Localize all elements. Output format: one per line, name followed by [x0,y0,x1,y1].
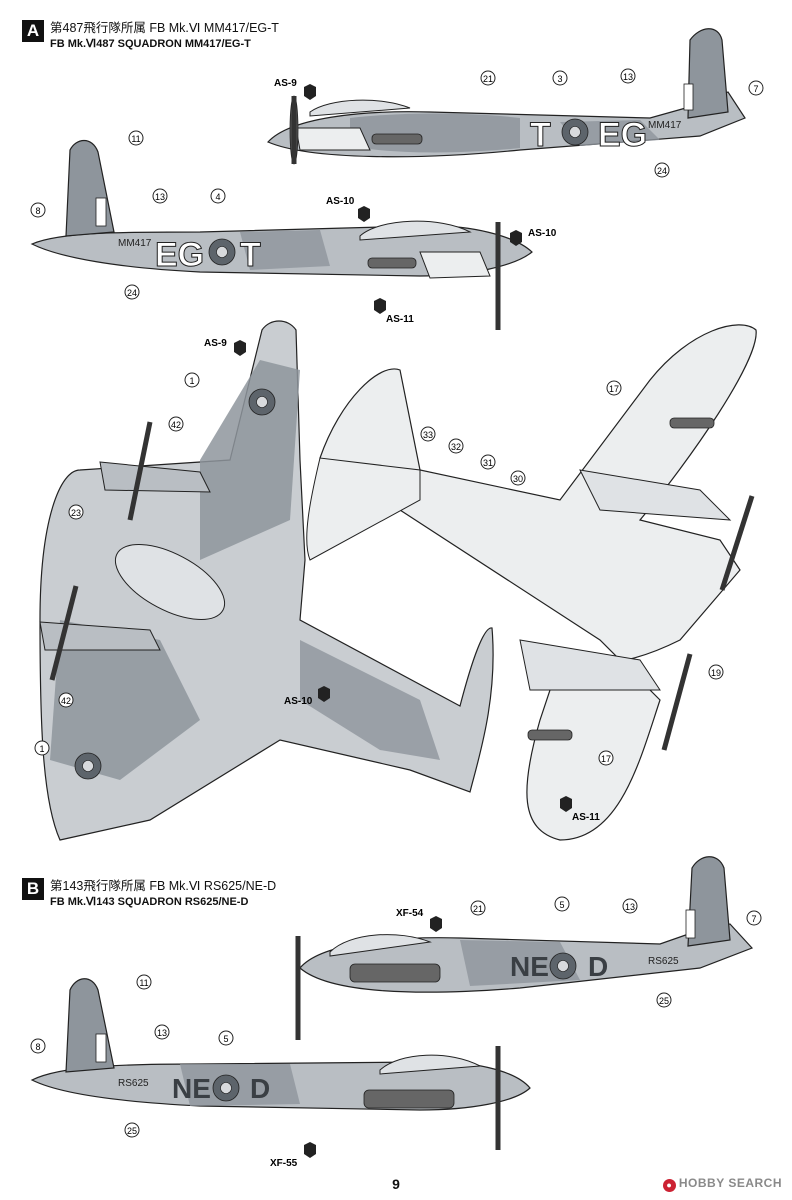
callout-b-7: 8 [35,1042,40,1052]
callout-a-3: 7 [753,84,758,94]
callout-a-19: 30 [513,474,523,484]
a-right-code-2: EG [598,116,647,154]
a-right-profile [266,28,746,165]
part-label-b-2: XF-55 [270,1158,298,1169]
callout-a-20: 19 [711,668,721,678]
part-label-a-2: AS-10 [326,196,355,207]
b-right-code-2: D [588,951,608,982]
section-a-letter: A [22,20,44,42]
b-left-code-2: D [250,1073,270,1104]
callout-a-15: 17 [609,384,619,394]
b-left-code-1: NE [172,1073,211,1104]
callout-a-2: 13 [623,72,633,82]
callout-a-10: 1 [189,376,194,386]
callout-b-4: 25 [659,996,669,1006]
a-left-serial: MM417 [118,238,152,249]
b-right-profile [295,856,754,1040]
callout-a-9: 24 [127,288,137,298]
page-number: 9 [392,1176,400,1192]
decal-callouts-a: 21 3 13 7 24 11 13 8 4 24 1 42 23 42 1 1… [30,68,764,766]
part-label-a-7: AS-11 [572,812,600,823]
callout-a-16: 33 [423,430,433,440]
callout-a-13: 42 [61,696,71,706]
section-a-title-jp: 第487飛行隊所属 FB Mk.Ⅵ MM417/EG-T [50,21,279,35]
b-left-serial: RS625 [118,1078,149,1089]
b-left-profile [30,978,531,1150]
callout-b-9: 25 [127,1126,137,1136]
callout-a-8: 4 [215,192,220,202]
b-right-serial: RS625 [648,956,679,967]
callout-a-17: 32 [451,442,461,452]
a-right-serial: MM417 [648,120,682,131]
part-callouts: AS-9 AS-10 AS-10 AS-11 AS-9 AS-10 AS-11 … [204,78,600,1169]
part-label-a-5: AS-9 [204,338,227,349]
part-label-a-3: AS-10 [528,228,557,239]
a-underside-view [306,324,757,841]
a-left-code-2: T [240,236,261,274]
a-top-view [39,320,494,841]
decal-callouts-b: 21 5 13 7 25 11 13 8 5 25 [30,896,762,1138]
part-label-a-6: AS-10 [284,696,313,707]
watermark-logo-icon: ● [662,1179,676,1192]
callout-a-21: 17 [601,754,611,764]
callout-a-11: 42 [171,420,181,430]
part-label-a-1: AS-9 [274,78,297,89]
callout-a-5: 11 [131,134,140,144]
section-a-title-en: FB Mk.Ⅵ487 SQUADRON MM417/EG-T [50,38,251,50]
a-right-code-1: T [530,116,551,154]
callout-b-2: 13 [625,902,635,912]
callout-b-6: 13 [157,1028,167,1038]
b-right-code-1: NE [510,951,549,982]
callout-a-4: 24 [657,166,667,176]
section-b-title-en: FB Mk.Ⅵ143 SQUADRON RS625/NE-D [50,896,249,908]
part-label-b-1: XF-54 [396,908,424,919]
callout-b-8: 5 [223,1034,228,1044]
callout-a-18: 31 [483,458,493,468]
callout-a-7: 8 [35,206,40,216]
watermark-text: HOBBY SEARCH [678,1176,782,1190]
callout-b-3: 7 [751,914,756,924]
callout-a-0: 21 [483,74,493,84]
callout-b-0: 21 [473,904,483,914]
callout-a-14: 1 [39,744,44,754]
callout-b-1: 5 [559,900,564,910]
section-b-header: B 第143飛行隊所属 FB Mk.Ⅵ RS625/NE-D FB Mk.Ⅵ14… [22,878,276,910]
a-left-code-1: EG [155,236,204,274]
section-b-letter: B [22,878,44,900]
callout-b-5: 11 [139,978,148,988]
section-a-header: A 第487飛行隊所属 FB Mk.Ⅵ MM417/EG-T FB Mk.Ⅵ48… [22,20,279,52]
watermark: ●HOBBY SEARCH [662,1176,782,1192]
callout-a-1: 3 [557,74,562,84]
section-b-title-jp: 第143飛行隊所属 FB Mk.Ⅵ RS625/NE-D [50,879,277,893]
a-left-profile [30,139,533,330]
part-label-a-4: AS-11 [386,314,414,325]
callout-a-12: 23 [71,508,81,518]
callout-a-6: 13 [155,192,165,202]
